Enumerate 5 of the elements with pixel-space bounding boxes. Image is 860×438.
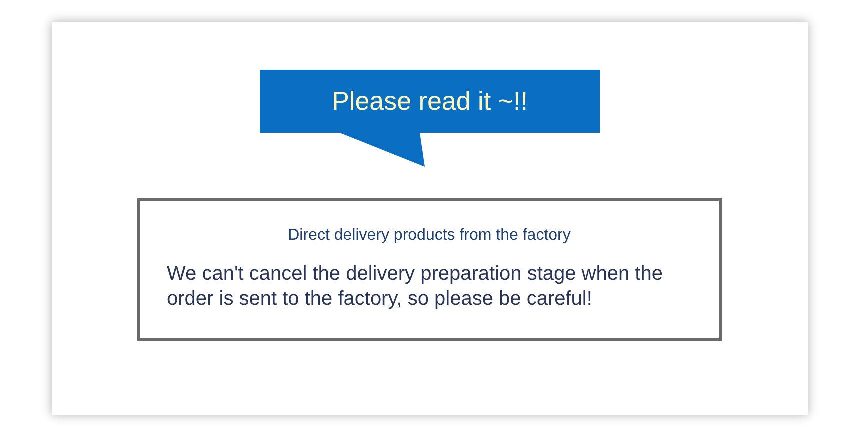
bubble-text: Please read it ~!! [332,85,528,118]
speech-bubble [260,70,600,167]
notice-text: We can't cancel the delivery preparation stage when the order is sent to the factory, so please be careful! [167,262,664,312]
notice-box [137,198,722,341]
notice-heading: Direct delivery products from the factory [288,226,571,246]
